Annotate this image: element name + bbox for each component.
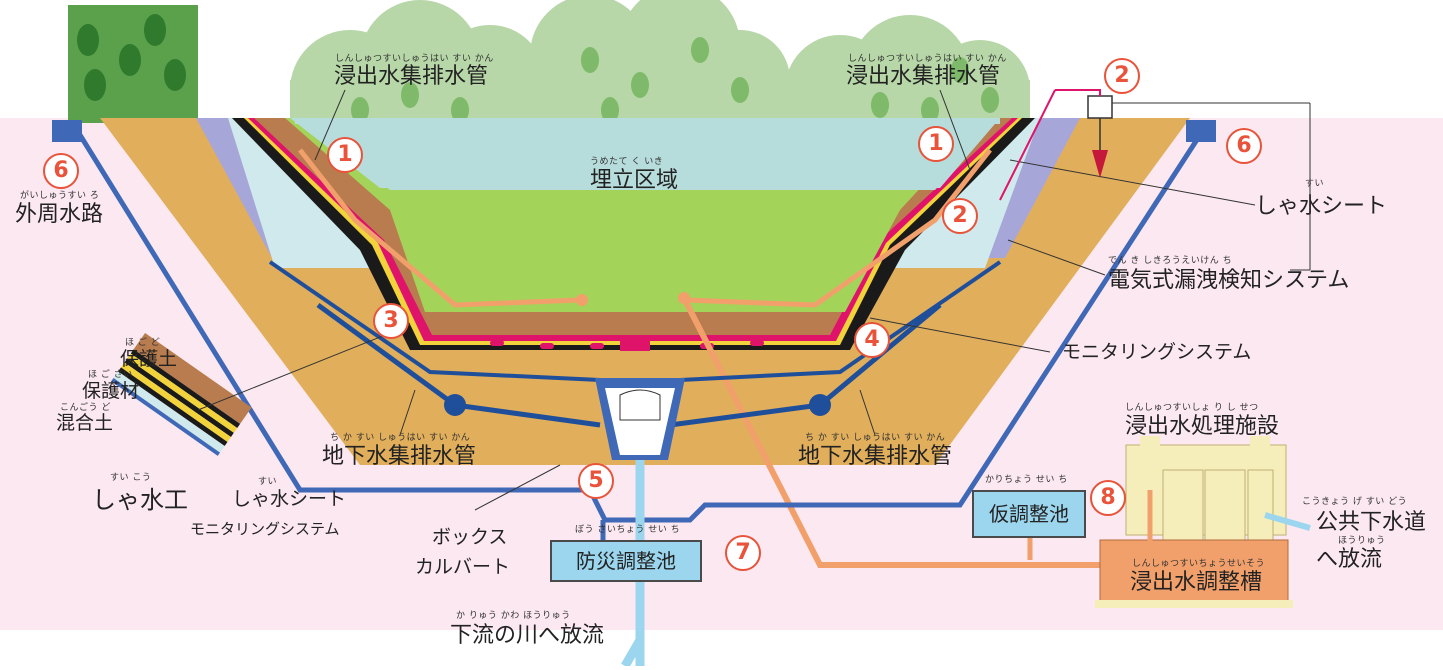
protect-material-ruby: ほ ご ざい — [88, 370, 133, 380]
water-sheet-label: しゃ水シート — [1255, 194, 1388, 219]
disaster-pond-ruby: ぼう さいちょう せい ち — [575, 525, 681, 535]
temp-pond-box: 仮調整池 — [972, 490, 1086, 538]
outer-channel-ruby: がいしゅうすい ろ — [20, 191, 100, 201]
marker-6-left: 6 — [43, 153, 79, 189]
temp-pond-ruby: かりちょう せい ち — [985, 475, 1068, 485]
adjust-tank-ruby: しんしゅつすいちょうせいそう — [1132, 559, 1266, 569]
mixed-soil-ruby: こんごう ど — [60, 403, 111, 413]
marker-1-left: 1 — [327, 137, 363, 173]
groundwater-left-ruby: ち か すい しゅうはい すい かん — [330, 433, 471, 443]
marker-6-right: 6 — [1226, 128, 1262, 164]
box-culvert-label-2: カルバート — [415, 556, 511, 578]
discharge-ruby: ほうりゅう — [1338, 536, 1386, 546]
leak-detection-ruby: でん き しきろうえいけん ち — [1108, 256, 1233, 266]
protect-soil-label: 保護土 — [120, 348, 178, 370]
treatment-ruby: しんしゅつすいしょ り し せつ — [1125, 403, 1259, 413]
barrier-work-label: しゃ水工 — [92, 486, 188, 514]
box-culvert-label-1: ボックス — [432, 526, 508, 548]
marker-1-right: 1 — [918, 126, 954, 162]
discharge-label: へ放流 — [1316, 547, 1383, 572]
leachate-pipe-left-label: 浸出水集排水管 — [334, 64, 489, 89]
leachate-pipe-right-label: 浸出水集排水管 — [846, 64, 1001, 89]
detail-monitoring-label: モニタリングシステム — [190, 520, 340, 538]
sewer-ruby: こうきょう げ すい どう — [1302, 497, 1408, 507]
sewer-label: 公共下水道 — [1316, 510, 1427, 535]
detail-sheet-ruby: すい — [258, 477, 278, 487]
marker-4: 4 — [854, 322, 890, 358]
detail-sheet-label: しゃ水シート — [232, 488, 347, 510]
marker-2-mid: 2 — [942, 198, 978, 234]
treatment-label: 浸出水処理施設 — [1125, 414, 1280, 439]
monitoring-system-label: モニタリングシステム — [1062, 341, 1252, 363]
barrier-detail — [111, 332, 252, 456]
water-sheet-ruby: すい — [1305, 179, 1325, 189]
treatment-facility-graphic — [1095, 436, 1311, 608]
marker-3: 3 — [373, 303, 409, 339]
marker-8: 8 — [1090, 480, 1126, 516]
temp-pond-label: 仮調整池 — [989, 502, 1069, 526]
protect-soil-ruby: ほ ご ど — [125, 338, 161, 348]
leak-detection-label: 電気式漏洩検知システム — [1108, 268, 1350, 293]
groundwater-right-label: 地下水集排水管 — [798, 444, 953, 469]
adjust-tank-label: 浸出水調整槽 — [1130, 570, 1263, 595]
leachate-pipe-right-ruby: しんしゅつすいしゅうはい すい かん — [848, 54, 1007, 64]
disaster-pond-label: 防災調整池 — [576, 549, 676, 573]
mixed-soil-label: 混合土 — [56, 412, 114, 434]
marker-5: 5 — [578, 463, 614, 499]
marker-7: 7 — [725, 535, 761, 571]
disaster-pond-box: 防災調整池 — [550, 540, 702, 582]
landfill-area-ruby: うめたて く いき — [590, 157, 664, 167]
groundwater-left-label: 地下水集排水管 — [322, 444, 477, 469]
groundwater-right-ruby: ち か すい しゅうはい すい かん — [805, 433, 946, 443]
landfill-area-label: 埋立区域 — [590, 168, 679, 193]
downstream-label: 下流の川へ放流 — [450, 623, 605, 648]
leachate-pipe-left-ruby: しんしゅつすいしゅうはい すい かん — [335, 54, 494, 64]
barrier-work-ruby: すい こう — [110, 473, 152, 483]
marker-2-top: 2 — [1104, 58, 1140, 94]
outer-channel-label: 外周水路 — [15, 202, 104, 227]
downstream-ruby: か りゅう かわ ほうりゅう — [456, 611, 571, 621]
protect-material-label: 保護材 — [82, 380, 140, 402]
forest-background — [68, 0, 1030, 150]
